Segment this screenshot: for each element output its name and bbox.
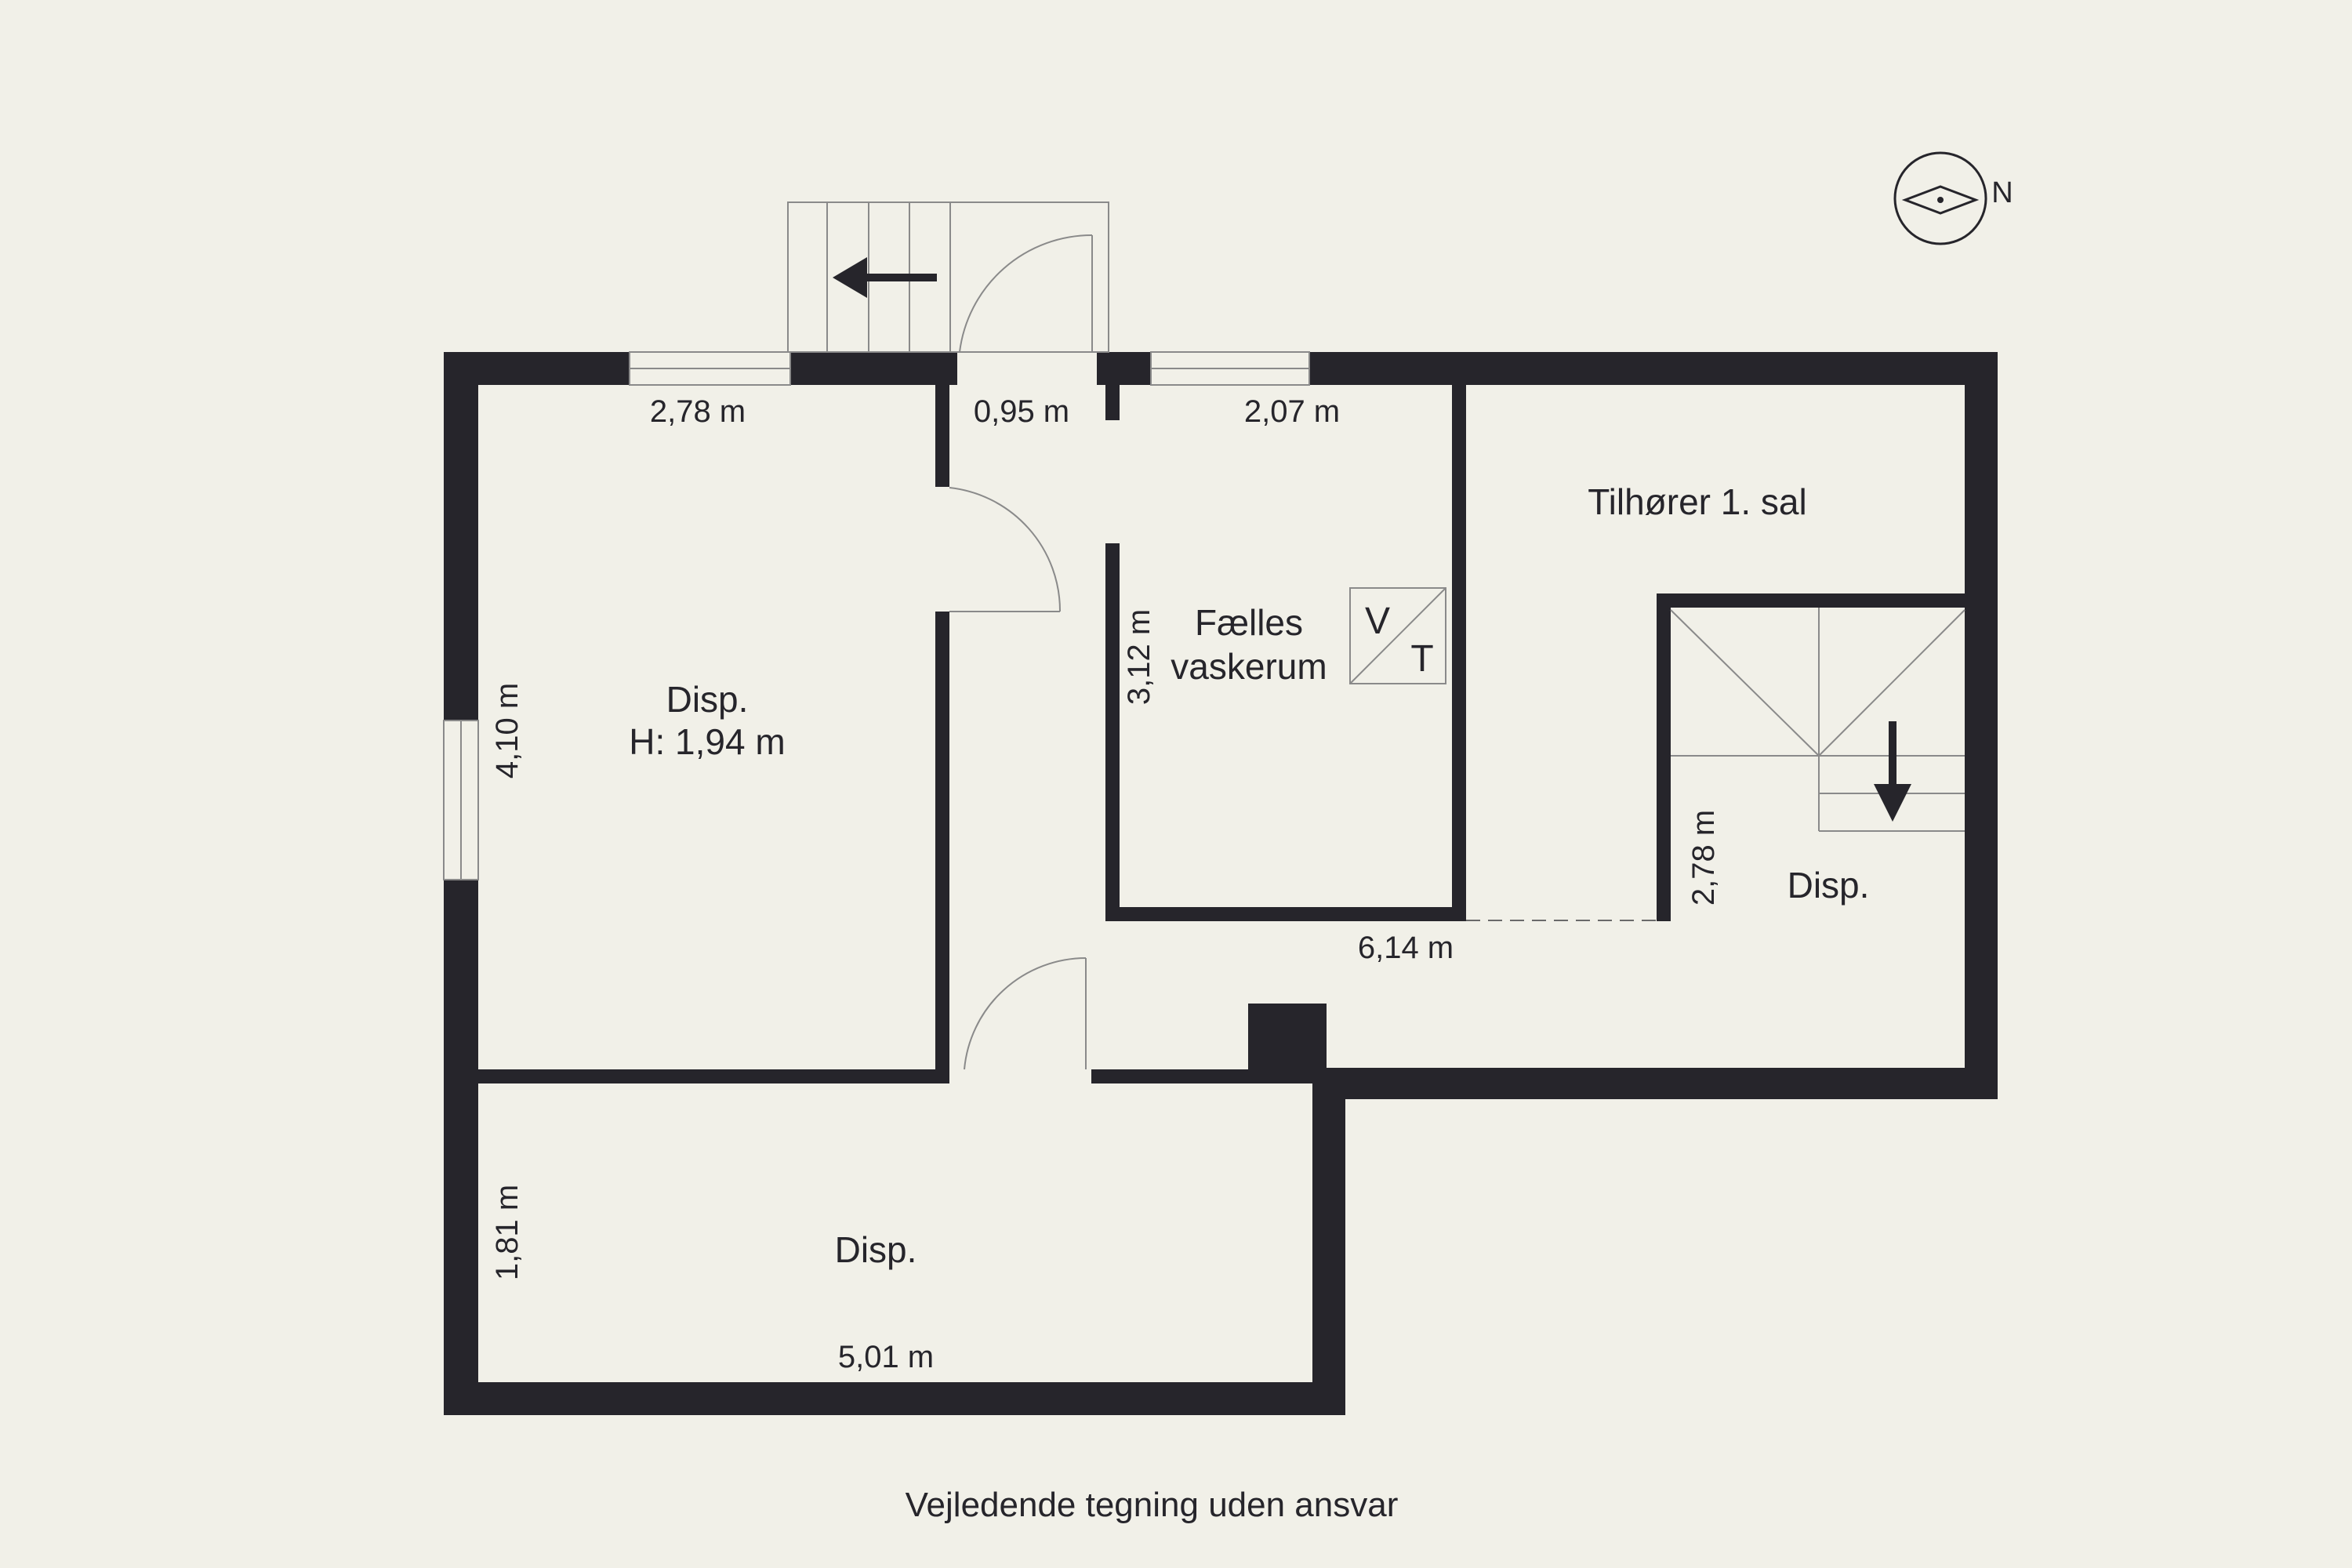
wall-stair-top — [1657, 593, 1965, 608]
utility-box: V T — [1349, 587, 1446, 684]
wall-bottom-right — [1312, 1068, 1998, 1099]
wall-right — [1965, 352, 1998, 1099]
footer-disclaimer: Vejledende tegning uden ansvar — [906, 1486, 1399, 1524]
windows — [443, 351, 1310, 880]
chimney-block — [1248, 1004, 1327, 1069]
door-left-room — [949, 487, 1062, 612]
window-left — [443, 720, 479, 880]
window-top-mid — [1150, 351, 1310, 386]
dim-laundry-height: 3,12 m — [1122, 609, 1156, 705]
outside-stairs — [787, 201, 1109, 353]
wall-top-d — [1309, 352, 1998, 385]
wall-left-lower — [444, 880, 478, 1415]
interior-stairs — [1670, 608, 1965, 832]
compass-north-label: N — [1991, 176, 2013, 209]
wall-top-a — [444, 352, 630, 385]
dim-corridor-width: 6,14 m — [1358, 931, 1454, 965]
wall-mid-horizontal-right — [1091, 1069, 1312, 1083]
dim-stair-height: 2,78 m — [1686, 810, 1721, 906]
interior-walls — [478, 385, 1965, 1083]
wall-room-divider-upper — [935, 385, 949, 487]
exterior-walls — [444, 352, 1998, 1415]
window-top-left — [629, 351, 791, 386]
arrow-down-icon — [1874, 721, 1911, 822]
compass-needle-icon — [1901, 185, 1980, 215]
compass-center-dot — [1937, 197, 1944, 203]
wall-stair-left — [1657, 593, 1671, 921]
room-name-upper-area: Tilhører 1. sal — [1588, 481, 1806, 522]
room-name-laundry-line1: Fælles — [1195, 602, 1303, 643]
utility-v-label: V — [1365, 601, 1390, 642]
room-height-disp-top-left: H: 1,94 m — [629, 721, 785, 762]
dim-bottom-height: 1,81 m — [490, 1185, 524, 1280]
wall-laundry-bottom — [1105, 907, 1466, 921]
wall-door-jamb — [1105, 385, 1120, 420]
wall-bottom-right-step — [1312, 1068, 1345, 1415]
room-name-disp-right: Disp. — [1788, 865, 1870, 906]
wall-bottom — [444, 1382, 1345, 1415]
wall-room-divider-lower — [935, 612, 949, 1083]
wall-laundry-left — [1105, 543, 1120, 921]
wall-laundry-right — [1452, 385, 1466, 921]
dim-door-width: 0,95 m — [974, 394, 1069, 429]
wall-top-c — [1097, 352, 1151, 385]
room-name-laundry-line2: vaskerum — [1171, 646, 1327, 687]
utility-t-label: T — [1410, 638, 1433, 680]
arrow-left-icon — [833, 257, 937, 298]
dim-top-mid-width: 2,07 m — [1244, 394, 1340, 429]
wall-left-upper — [444, 352, 478, 720]
dim-left-height: 4,10 m — [490, 683, 524, 779]
compass-circle — [1893, 151, 1987, 245]
dim-top-left-width: 2,78 m — [650, 394, 746, 429]
room-name-disp-top-left: Disp. — [666, 679, 749, 720]
room-name-disp-bottom: Disp. — [835, 1229, 917, 1270]
door-entrance — [959, 234, 1093, 353]
doors — [949, 234, 1093, 1070]
wall-top-b — [790, 352, 957, 385]
wall-mid-horizontal-left — [478, 1069, 947, 1083]
door-bottom-room — [964, 957, 1087, 1070]
dim-bottom-width: 5,01 m — [838, 1340, 934, 1374]
compass: N — [1893, 151, 2013, 245]
